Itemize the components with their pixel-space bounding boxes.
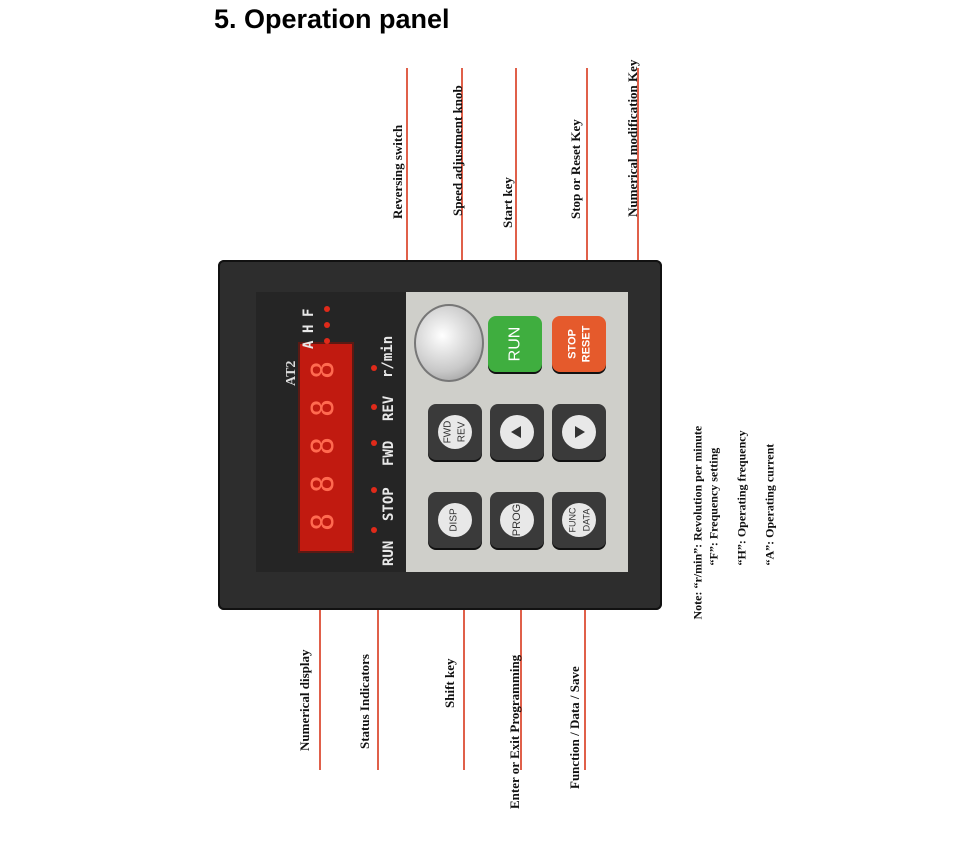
status-rev-led bbox=[371, 404, 377, 410]
label-speed-knob: Speed adjustment knob bbox=[450, 85, 465, 216]
stop-reset-button[interactable]: STOP RESET bbox=[552, 316, 606, 372]
arrow-right-icon bbox=[575, 426, 585, 438]
display-digit: 8 bbox=[306, 360, 341, 380]
down-button[interactable] bbox=[552, 404, 606, 460]
unit-f-label: F bbox=[301, 308, 317, 317]
label-stop-reset-key: Stop or Reset Key bbox=[568, 119, 583, 219]
label-status-indicators: Status Indicators bbox=[357, 654, 372, 749]
note-f: “F”: Frequency setting bbox=[706, 447, 721, 566]
unit-a-label: A bbox=[301, 340, 317, 349]
note-a: “A”: Operating current bbox=[762, 443, 777, 566]
fwd-label: FWD bbox=[442, 420, 453, 444]
status-rpm-led bbox=[371, 365, 377, 371]
unit-h-label: H bbox=[301, 324, 317, 333]
label-start-key: Start key bbox=[500, 177, 515, 228]
note-h: “H”: Operating frequency bbox=[734, 430, 749, 566]
unit-f-led bbox=[324, 306, 330, 312]
speed-adjustment-knob[interactable] bbox=[414, 304, 484, 382]
status-stop-led bbox=[371, 487, 377, 493]
fwd-rev-button[interactable]: FWD REV bbox=[428, 404, 482, 460]
label-enter-exit-programming: Enter or Exit Programming bbox=[507, 654, 522, 809]
status-fwd-led bbox=[371, 440, 377, 446]
data-label: DATA bbox=[581, 508, 591, 532]
page-title: 5. Operation panel bbox=[214, 4, 450, 34]
run-button-label: RUN bbox=[505, 326, 523, 362]
unit-a-led bbox=[324, 338, 330, 344]
up-button[interactable] bbox=[490, 404, 544, 460]
unit-h-led bbox=[324, 322, 330, 328]
status-rev-label: REV bbox=[381, 395, 397, 421]
status-run-led bbox=[371, 527, 377, 533]
numerical-display bbox=[298, 342, 354, 553]
prog-label: PROG bbox=[511, 503, 523, 537]
label-numerical-modification: Numerical modification Key bbox=[625, 59, 640, 217]
status-fwd-label: FWD bbox=[381, 440, 397, 466]
display-digit: 8 bbox=[306, 474, 341, 494]
func-label: FUNC bbox=[567, 507, 577, 533]
arrow-left-icon bbox=[511, 426, 521, 438]
func-data-button[interactable]: FUNC DATA bbox=[552, 492, 606, 548]
reset-label: RESET bbox=[580, 325, 592, 363]
shift-disp-button[interactable]: DISP bbox=[428, 492, 482, 548]
rev-label: REV bbox=[456, 421, 467, 443]
prog-button[interactable]: PROG bbox=[490, 492, 544, 548]
status-rpm-label: r/min bbox=[380, 335, 396, 378]
run-button[interactable]: RUN bbox=[488, 316, 542, 372]
status-stop-label: STOP bbox=[381, 487, 397, 521]
display-digit: 8 bbox=[306, 436, 341, 456]
label-function-data-save: Function / Data / Save bbox=[567, 666, 582, 789]
stop-label: STOP bbox=[566, 329, 578, 359]
display-digit: 8 bbox=[306, 512, 341, 532]
disp-label: DISP bbox=[449, 508, 460, 532]
label-shift-key: Shift key bbox=[442, 658, 457, 708]
status-run-label: RUN bbox=[381, 540, 397, 566]
display-digit: 8 bbox=[306, 398, 341, 418]
label-numerical-display: Numerical display bbox=[297, 649, 312, 751]
label-reversing-switch: Reversing switch bbox=[390, 124, 405, 219]
note-rpm: Note: “r/min”: Revolution per minute bbox=[690, 425, 705, 620]
